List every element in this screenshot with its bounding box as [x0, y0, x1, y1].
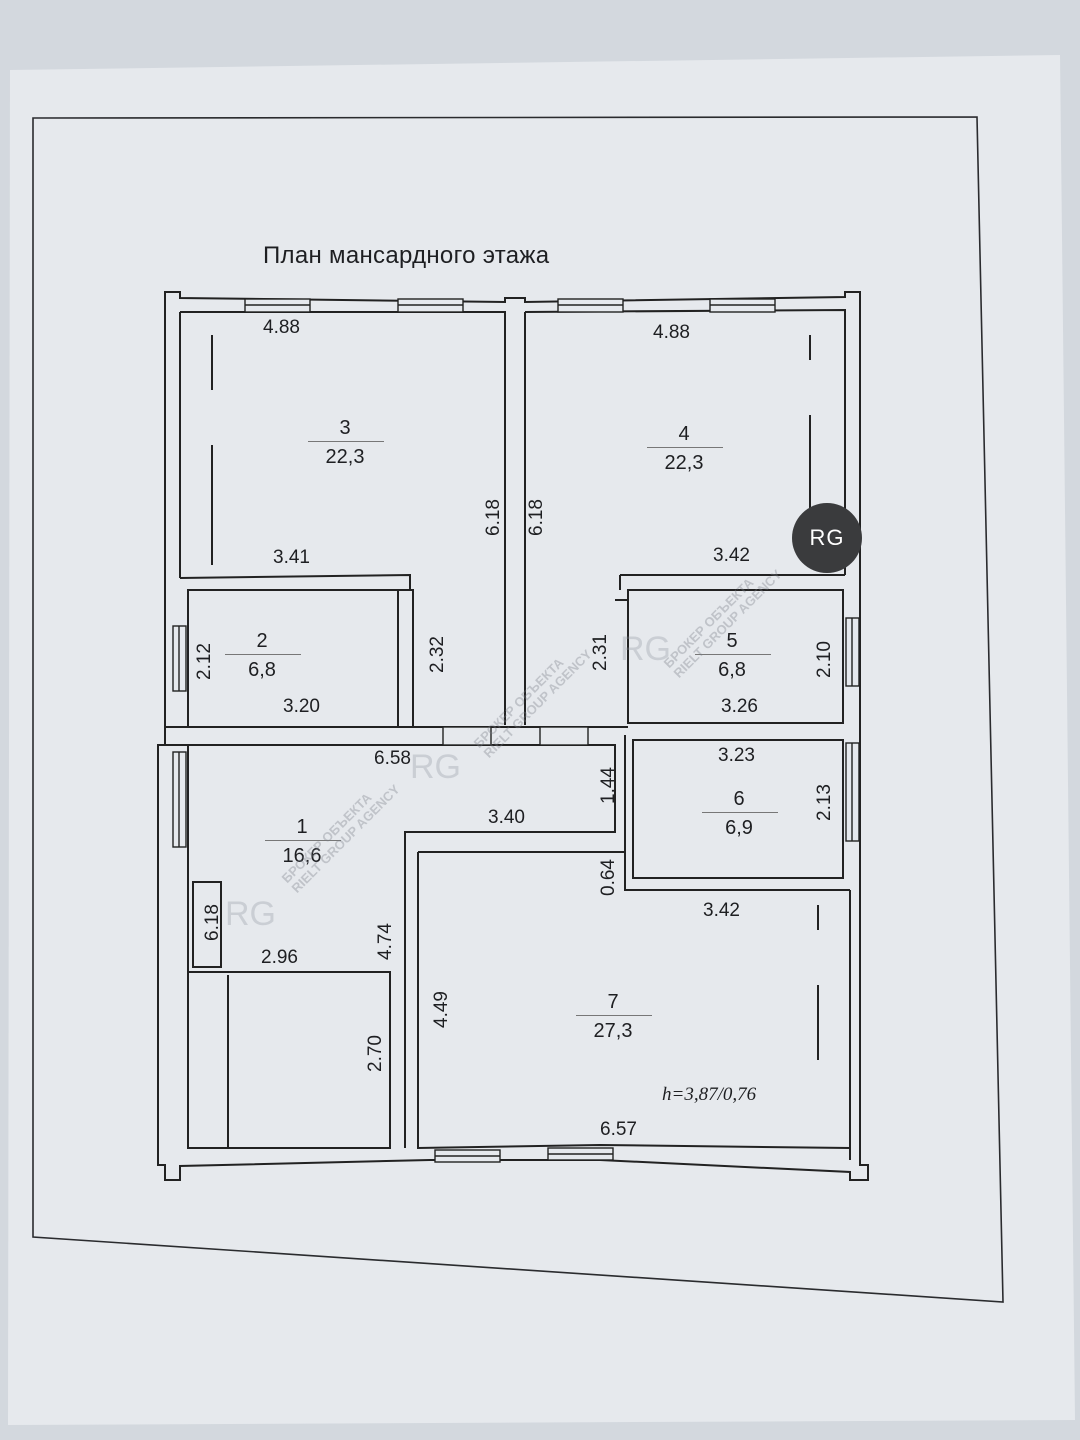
dim-r7-bottom: 6.57 — [600, 1119, 637, 1140]
room-6-number: 6 — [733, 788, 745, 810]
dim-r2-bottom: 3.20 — [283, 696, 320, 717]
dim-hall-top: 6.58 — [374, 748, 411, 769]
watermark-rg-2: RG — [225, 895, 276, 933]
dim-sw-top: 2.96 — [261, 947, 298, 968]
room-1-rule — [265, 840, 341, 841]
dim-r5-right: 2.10 — [813, 641, 835, 678]
room-1-number: 1 — [296, 816, 308, 838]
dim-hall-mid: 3.40 — [488, 807, 525, 828]
room-6-outline — [632, 739, 844, 879]
room-7-outline — [417, 851, 851, 1160]
dim-r3-right: 6.18 — [482, 499, 504, 536]
room-3-rule — [308, 441, 384, 442]
room-2-rule — [225, 654, 301, 655]
room-2-area: 6,8 — [248, 659, 276, 681]
dim-r3-top: 4.88 — [263, 317, 300, 338]
dim-r7-left: 4.49 — [430, 991, 452, 1028]
dim-r7-top-gap: 0.64 — [597, 859, 619, 896]
room-5-area: 6,8 — [718, 659, 746, 681]
room-7-area: 27,3 — [593, 1020, 633, 1042]
room-5-number: 5 — [726, 630, 738, 652]
dim-r1-right: 4.74 — [374, 923, 396, 960]
rg-logo: RG — [792, 503, 862, 573]
dim-sw-right: 2.70 — [364, 1035, 386, 1072]
room-4-rule — [647, 447, 723, 448]
dim-hall-right: 1.44 — [597, 767, 619, 804]
room-4-outline — [524, 312, 845, 725]
height-note: h=3,87/0,76 — [662, 1084, 757, 1105]
watermark-rg-3: RG — [620, 630, 671, 668]
room-5-outline — [627, 589, 844, 724]
room-6-area: 6,9 — [725, 817, 753, 839]
room-5-rule — [695, 654, 771, 655]
dim-r6-right: 2.13 — [813, 784, 835, 821]
room-3-number: 3 — [339, 417, 351, 439]
dim-r7-top: 3.42 — [703, 900, 740, 921]
drawing-frame — [32, 116, 1004, 1303]
room-3-area: 22,3 — [325, 446, 365, 468]
small-closet — [192, 881, 222, 968]
room-7-rule — [576, 1015, 652, 1016]
dim-r5-left: 2.31 — [589, 634, 611, 671]
dim-r2-left: 2.12 — [193, 643, 215, 680]
dim-r2-right: 2.32 — [426, 636, 448, 673]
dim-r4-left: 6.18 — [525, 499, 547, 536]
windows — [172, 298, 860, 1163]
door-segment-2 — [539, 726, 589, 746]
watermark-rg-1: RG — [410, 748, 461, 786]
room-6-rule — [702, 812, 778, 813]
room-7-number: 7 — [607, 991, 619, 1013]
walls — [157, 291, 869, 1181]
room-4-area: 22,3 — [664, 452, 704, 474]
plan-title: План мансардного этажа — [263, 242, 550, 269]
outer-wall — [157, 291, 869, 1181]
dim-r4-bottom: 3.42 — [713, 545, 750, 566]
room-2-number: 2 — [256, 630, 268, 652]
room-4-number: 4 — [678, 423, 690, 445]
door-segment-1 — [442, 726, 492, 746]
dim-r6-top: 3.23 — [718, 745, 755, 766]
dim-r4-top: 4.88 — [653, 322, 690, 343]
room-1-area: 16,6 — [282, 845, 322, 867]
dim-r5-bottom: 3.26 — [721, 696, 758, 717]
dim-r3-bottom: 3.41 — [273, 547, 310, 568]
dim-small-left: 6.18 — [201, 904, 223, 941]
room-1-outline — [187, 745, 391, 1149]
